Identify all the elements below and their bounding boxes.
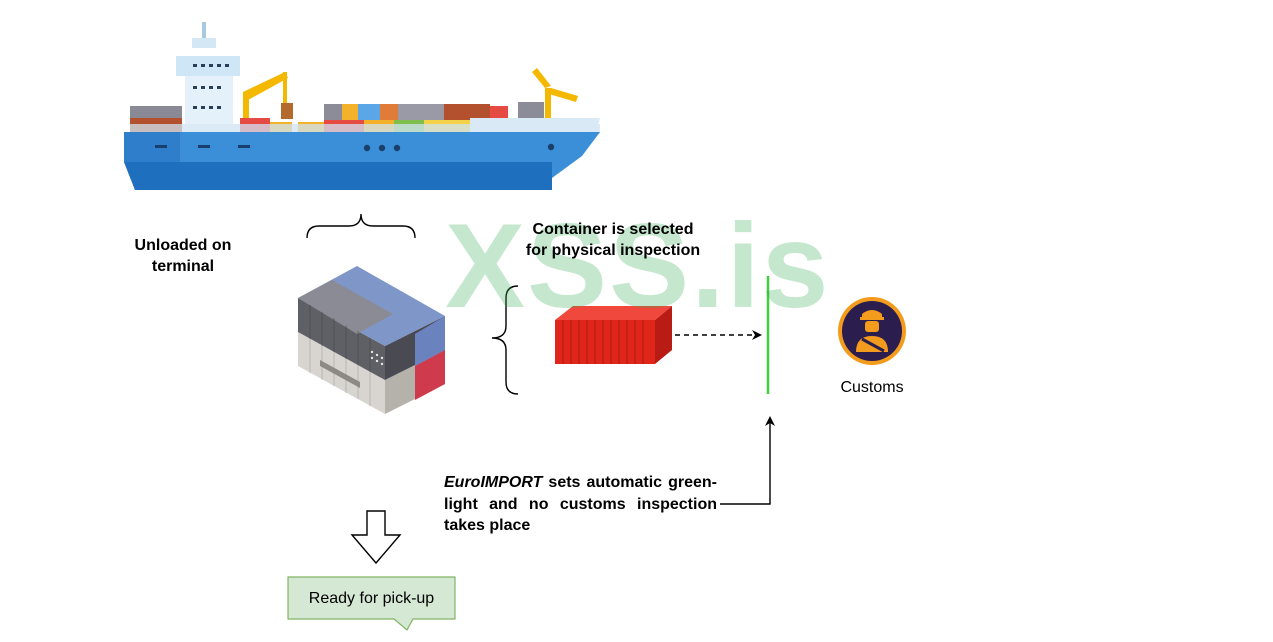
container-stack-icon [298, 266, 445, 414]
unloaded-label: Unloaded on terminal [134, 237, 232, 275]
cargo-ship-icon [124, 22, 600, 190]
red-container-icon [555, 306, 672, 364]
container-selected-label: Container is selected for physical inspe… [525, 221, 701, 259]
customs-officer-icon [838, 297, 906, 365]
inspection-brace [491, 285, 519, 395]
callout-shape [287, 576, 456, 631]
euroimport-note: EuroIMPORT sets automatic green-light an… [444, 472, 717, 537]
green-light-connector [720, 416, 775, 505]
down-arrow-icon [350, 510, 402, 565]
euroimport-rest: sets automatic green-light and no custom… [444, 474, 717, 534]
customs-label: Customs [840, 379, 904, 396]
ready-for-pickup-label: Ready for pick-up [308, 590, 435, 607]
ship-brace [306, 213, 416, 239]
euroimport-name: EuroIMPORT [444, 474, 543, 491]
